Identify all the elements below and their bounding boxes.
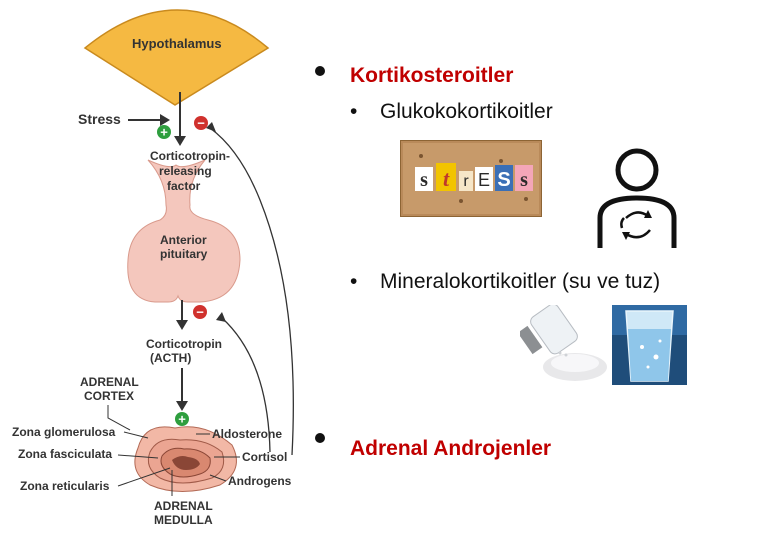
water-glass-image (612, 305, 687, 385)
sub-item-glukokortikoitler: • Glukokokortikoitler (350, 100, 553, 124)
androgens-pointer (209, 474, 227, 482)
pituitary-shape (127, 159, 241, 303)
adrenal-medulla-line2: MEDULLA (154, 513, 213, 527)
hypothalamus-label: Hypothalamus (132, 36, 222, 51)
zona-reticularis-label: Zona reticularis (20, 479, 110, 493)
anterior-pituitary-line1: Anterior (160, 233, 207, 247)
adrenal-cortex-line1: ADRENAL (80, 375, 139, 389)
stress-tiles: s t r E S s (403, 143, 539, 214)
plus-icon-adrenal (175, 412, 189, 426)
salt-image (520, 305, 610, 385)
anterior-pituitary-line2: pituitary (160, 247, 208, 261)
adrenal-cortex-line2: CORTEX (84, 389, 134, 403)
zona-glomerulosa-label: Zona glomerulosa (12, 425, 116, 439)
bullet-1 (315, 66, 325, 76)
heading-adrenal-androjenler: Adrenal Androjenler (350, 437, 552, 460)
feedback-arrowhead-short-icon (216, 312, 226, 322)
plus-sign: + (160, 125, 168, 140)
stress-label: Stress (78, 111, 121, 127)
acth-label-line1: Corticotropin (146, 337, 222, 351)
minus-icon (194, 116, 208, 130)
stress-tile-5: S (497, 169, 510, 191)
adrenal-arrowhead-icon (176, 401, 188, 411)
aldosterone-label: Aldosterone (212, 427, 282, 441)
sub-item-mineralokortikoitler: • Mineralokortikoitler (su ve tuz) (350, 270, 660, 294)
hpa-axis-diagram: Hypothalamus Stress + − Corticotropin- r… (12, 9, 294, 527)
crf-label-line2: releasing (159, 164, 212, 178)
feedback-arrow-short (221, 317, 271, 453)
stress-tile-6: s (520, 169, 528, 191)
reticularis-pointer (117, 467, 171, 487)
crf-arrowhead-icon (174, 136, 186, 146)
androgens-label: Androgens (228, 474, 292, 488)
acth-label-line2: (ACTH) (150, 351, 191, 365)
minus-icon-pituitary (193, 305, 207, 319)
feedback-arrow-long (209, 127, 294, 456)
zona-fasciculata-label: Zona fasciculata (18, 447, 112, 461)
stress-corkboard-image: s t r E S s (400, 140, 542, 217)
minus-sign-pituitary: − (196, 305, 204, 320)
sub-bullet: • (350, 270, 358, 293)
heading-kortikosteroitler: Kortikosteroitler (350, 64, 514, 87)
glomerulosa-pointer (123, 431, 149, 439)
crf-label-line3: factor (167, 179, 201, 193)
sub-item-label: Glukokokortikoitler (380, 100, 553, 123)
hypothalamus-shape (83, 9, 270, 106)
stress-arrowhead-icon (160, 114, 170, 126)
minus-sign: − (197, 116, 205, 131)
plus-sign-adrenal: + (178, 412, 186, 427)
plus-icon (157, 125, 171, 139)
cortisol-label: Cortisol (242, 450, 287, 464)
feedback-arrowhead-icon (206, 122, 216, 132)
acth-arrowhead-icon (176, 320, 188, 330)
crf-label-line1: Corticotropin- (150, 149, 230, 163)
fasciculata-pointer (117, 454, 159, 459)
person-cycle-icon (597, 148, 677, 248)
stress-tile-2: t (443, 166, 450, 191)
cortex-pointer (107, 405, 131, 431)
adrenal-medulla-line1: ADRENAL (154, 499, 213, 513)
stress-tile-4: E (478, 170, 490, 190)
stress-tile-1: s (420, 169, 428, 191)
sub-item-label: Mineralokortikoitler (su ve tuz) (380, 270, 661, 293)
bullet-2 (315, 433, 325, 443)
sub-bullet: • (350, 100, 358, 123)
stress-tile-3: r (463, 173, 469, 190)
